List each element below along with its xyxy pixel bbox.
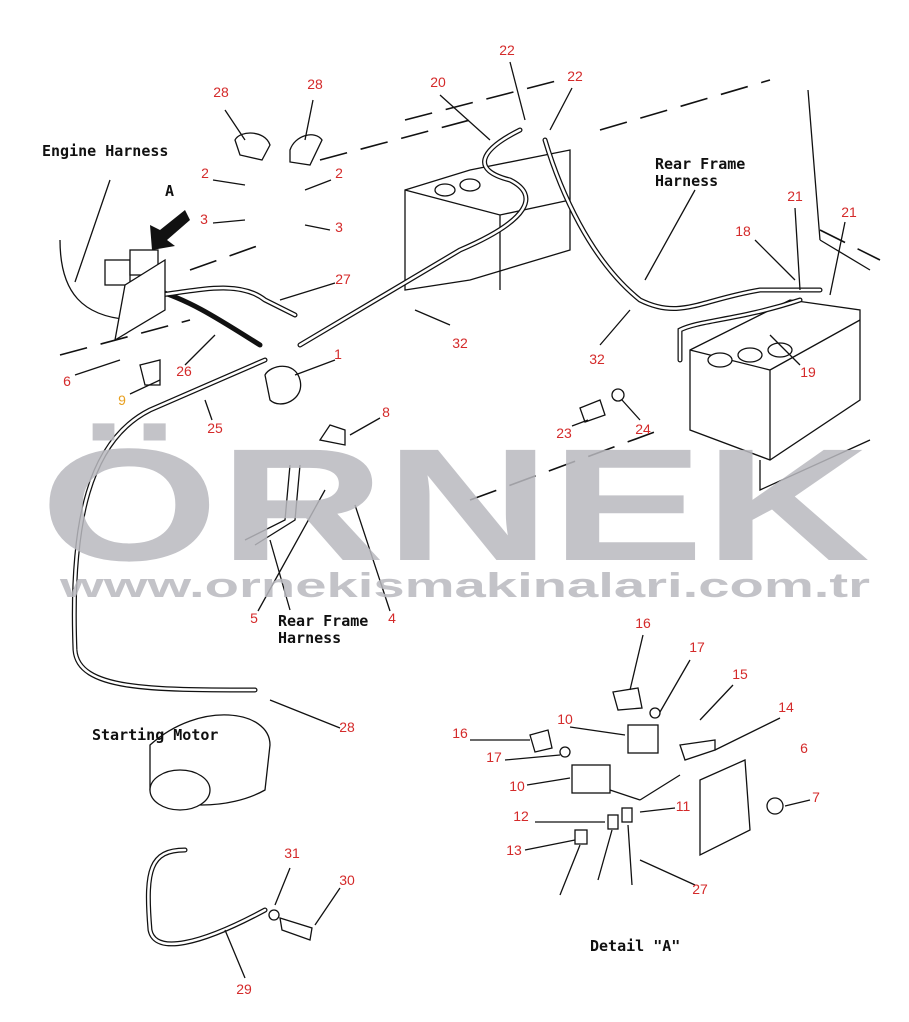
- rear-frame-harness-top-label-1: Rear Frame: [655, 155, 745, 173]
- callout-1: 1: [334, 346, 342, 362]
- starting-motor-label: Starting Motor: [92, 726, 218, 744]
- rear-frame-harness-mid-label-2: Harness: [278, 629, 341, 647]
- frame-outlines: [59, 79, 881, 501]
- callout-28: 28: [213, 84, 229, 100]
- callout-27: 27: [335, 271, 351, 287]
- view-a-arrow-icon: [150, 210, 190, 250]
- callout-7: 7: [812, 789, 820, 805]
- callout-22: 22: [567, 68, 583, 84]
- callout-18: 18: [735, 223, 751, 239]
- callout-14: 14: [778, 699, 794, 715]
- callout-6: 6: [63, 373, 71, 389]
- watermark-brand: ÖRNEK: [40, 415, 870, 594]
- watermark-url: www.ornekismakinalari.com.tr: [58, 567, 870, 605]
- callout-15: 15: [732, 666, 748, 682]
- callout-13: 13: [506, 842, 522, 858]
- callout-22: 22: [499, 42, 515, 58]
- callout-10: 10: [509, 778, 525, 794]
- callout-21: 21: [841, 204, 857, 220]
- rear-frame-harness-top-label-2: Harness: [655, 172, 718, 190]
- callout-32: 32: [589, 351, 605, 367]
- callout-3: 3: [335, 219, 343, 235]
- callout-29: 29: [236, 981, 252, 997]
- cables: [59, 127, 823, 947]
- callout-8: 8: [382, 404, 390, 420]
- callout-27: 27: [692, 881, 708, 897]
- callouts: 22 22 20 28 28 2 2 3 3 27 1 21 21 18 19 …: [63, 42, 857, 997]
- callout-20: 20: [430, 74, 446, 90]
- engine-harness-label: Engine Harness: [42, 142, 168, 160]
- rear-frame-harness-mid-label-1: Rear Frame: [278, 612, 368, 630]
- callout-11: 11: [676, 798, 691, 814]
- battery-rear: [404, 149, 571, 291]
- callout-19: 19: [800, 364, 816, 380]
- callout-2: 2: [201, 165, 209, 181]
- callout-2: 2: [335, 165, 343, 181]
- callout-31: 31: [284, 845, 300, 861]
- callout-9: 9: [118, 392, 126, 408]
- callout-21: 21: [787, 188, 803, 204]
- battery-front: [689, 299, 861, 461]
- parts: [104, 132, 784, 941]
- callout-5: 5: [250, 610, 258, 626]
- callout-32: 32: [452, 335, 468, 351]
- leader-lines: [74, 61, 846, 979]
- callout-6: 6: [800, 740, 808, 756]
- callout-17: 17: [486, 749, 502, 765]
- callout-16: 16: [452, 725, 468, 741]
- callout-24: 24: [635, 421, 651, 437]
- detail-a-label: Detail "A": [590, 937, 680, 955]
- callout-28: 28: [307, 76, 323, 92]
- callout-3: 3: [200, 211, 208, 227]
- callout-30: 30: [339, 872, 355, 888]
- callout-10: 10: [557, 711, 573, 727]
- callout-23: 23: [556, 425, 572, 441]
- callout-4: 4: [388, 610, 396, 626]
- callout-25: 25: [207, 420, 223, 436]
- view-a-label: A: [165, 182, 174, 200]
- callout-28: 28: [339, 719, 355, 735]
- callout-17: 17: [689, 639, 705, 655]
- callout-16: 16: [635, 615, 651, 631]
- callout-12: 12: [513, 808, 529, 824]
- callout-26: 26: [176, 363, 192, 379]
